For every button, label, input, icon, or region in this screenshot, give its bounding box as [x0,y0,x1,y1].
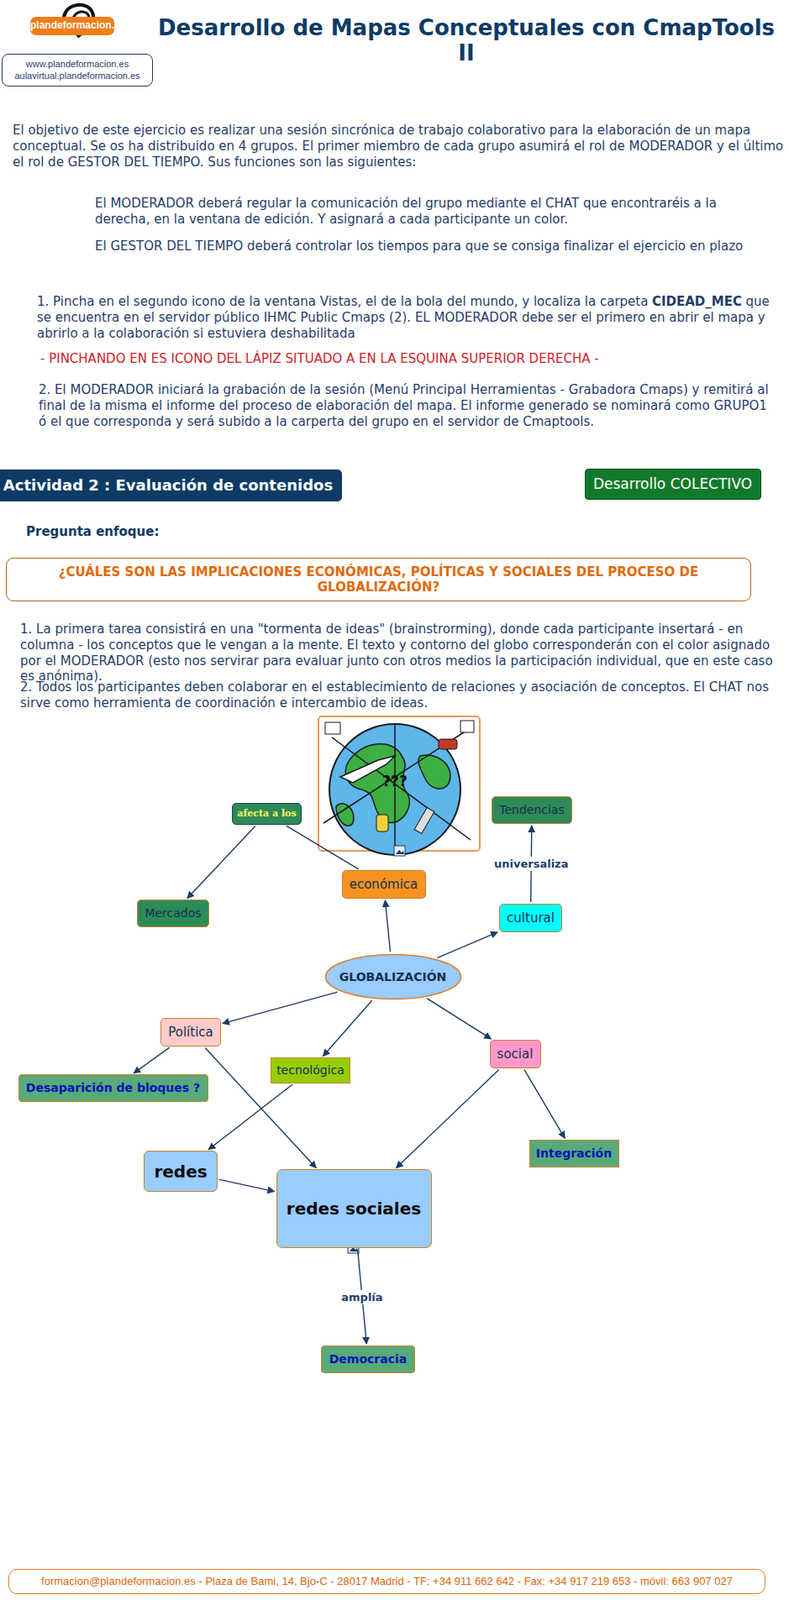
logo [30,5,115,37]
mode-badge: Desarrollo COLECTIVO [584,468,762,500]
continent [418,755,451,789]
warning-note: - PINCHANDO EN ES ICONO DEL LÁPIZ SITUAD… [40,351,780,368]
truck [414,808,435,835]
connector [219,1179,275,1192]
node-text: GLOBALIZACIÓN [339,970,448,985]
node-text: tecnológica [276,1063,345,1079]
node-text: formacion@plandeformacion.es - Plaza de … [14,1575,760,1589]
concept-box: Tendencias [491,796,573,825]
node-text: Mercados [144,906,201,921]
node-text: ¿CUÁLES SON LAS IMPLICACIONES ECONÓMICAS… [12,564,745,595]
node-text: cultural [506,910,555,926]
paragraph: El GESTOR DEL TIEMPO deberá controlar lo… [94,238,768,255]
concept-box: Mercados [136,899,210,928]
ellipse-shape [325,955,461,1000]
node-text: Desarrollo COLECTIVO [593,475,753,493]
concept-box: cultural [499,904,563,933]
image-icon-glyph [395,850,405,855]
paragraph: 1. Pincha en el segundo icono de la vent… [36,294,777,342]
connector [133,1047,170,1074]
concept-box: tecnológica [270,1057,351,1084]
page-title: Desarrollo de Mapas Conceptuales con Cma… [151,15,782,66]
node-text: Política [168,1025,214,1041]
node-text: afecta a los [236,808,296,820]
footer-bar: formacion@plandeformacion.es - Plaza de … [8,1569,766,1595]
connector [286,825,359,870]
paragraph: 1. La primera tarea consistirá en una "t… [20,621,787,685]
continent [336,804,354,826]
paragraph-part: 1. Pincha en el segundo icono de la vent… [36,294,648,310]
paragraph: El MODERADOR deberá regular la comunicac… [94,195,768,228]
connector [208,1084,293,1151]
connector [395,1069,499,1168]
connector [384,900,390,953]
connector [322,1000,372,1057]
connector [187,825,256,899]
node-text: Tendencias [499,803,565,818]
connector [524,1070,565,1140]
paragraph: 2. El MODERADOR iniciará la grabación de… [38,382,770,430]
node-text: social [497,1046,534,1063]
logo-text: plandeformacion.es [30,19,115,32]
globe-illustration [318,716,480,856]
node-text: económica [349,877,419,893]
node-text: Democracia [329,1352,408,1368]
concept-box: Democracia [320,1346,416,1374]
node-text: redes sociales [286,1199,421,1220]
concept-box: Desaparición de bloques ? [18,1074,209,1103]
concept-box: social [489,1040,542,1069]
concept-box: Política [160,1018,221,1047]
concept-box: Integración [529,1140,620,1168]
concept-box: redes [143,1151,218,1193]
sketch [325,722,341,735]
sketch [460,720,474,733]
paragraph: El objetivo de este ejercicio es realiza… [12,122,784,170]
connector [426,999,491,1040]
node-text: www.plandeformacion.es aulavirtual.pland… [6,58,148,81]
section-label: Pregunta enfoque: [26,524,279,541]
connector [437,932,499,959]
node-text: Actividad 2 : Evaluación de contenidos [3,476,333,495]
linking-phrase: afecta a los [231,803,302,826]
globe-text: ??? [369,773,421,791]
edge-label: universaliza [491,857,571,872]
can [376,815,389,832]
paragraph-part: CIDEAD_MEC [652,294,742,310]
node-text: redes [153,1162,207,1183]
node-text: Desaparición de bloques ? [26,1081,200,1096]
route-lines [323,724,471,856]
concept-box: económica [341,870,427,900]
central-concept: GLOBALIZACIÓN [324,953,463,1001]
concept-box: redes sociales [276,1169,432,1249]
node-text: Integración [536,1146,612,1162]
url-box: www.plandeformacion.es aulavirtual.pland… [1,53,153,87]
image-icon-frame [394,846,406,857]
paragraph: 2. Todos los participantes deben colabor… [20,679,787,712]
edge-label: amplía [338,1290,385,1305]
logo-band [30,16,115,36]
focus-question: ¿CUÁLES SON LAS IMPLICACIONES ECONÓMICAS… [5,557,752,602]
activity-banner: Actividad 2 : Evaluación de contenidos [0,469,342,502]
car [438,739,458,750]
connector [222,992,338,1025]
